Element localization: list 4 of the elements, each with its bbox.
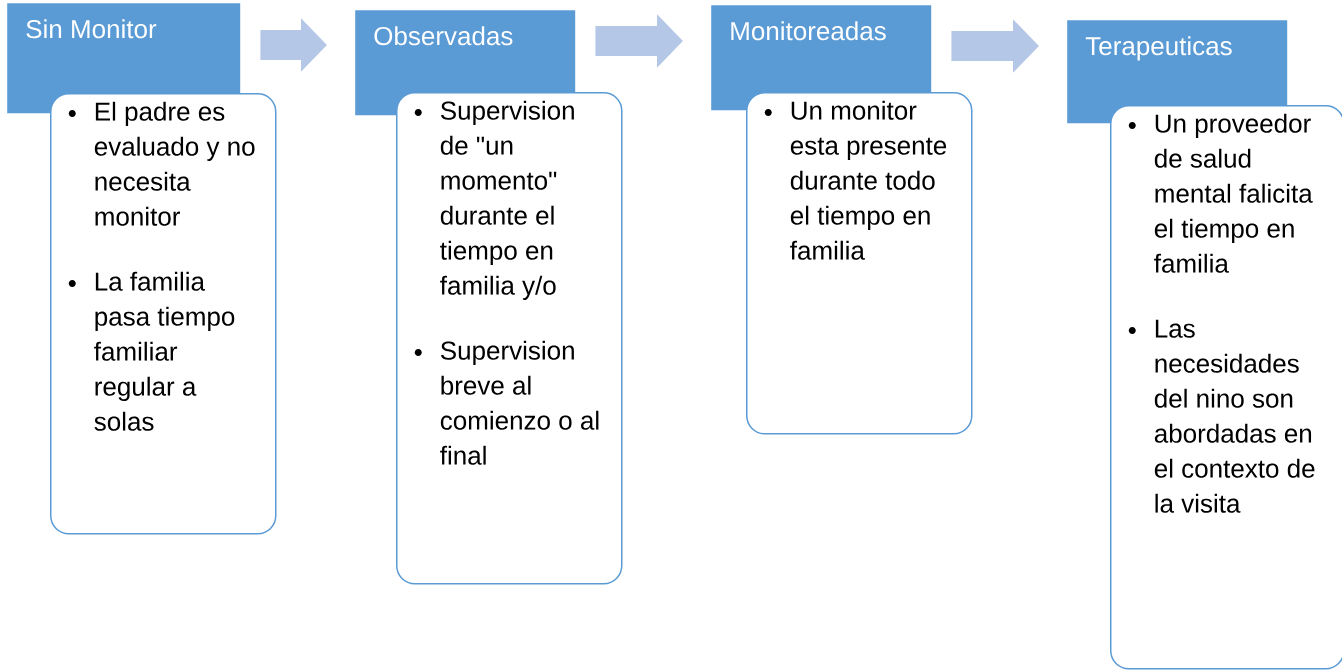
bullet-list-card: El padre es evaluado y no necesita monitor La familia pasa tiempo familiar regular a solas [50,93,277,535]
bullet-list-card: Un proveedor de salud mental falicita el tiempo en familia Las necesidades del nino son abordadas en el contexto de la visita [1110,105,1342,670]
bullet-list-card: Supervision de "un momento" durante el tiempo en familia y/o Supervision breve al comienzo o al final [396,92,623,585]
bullet-list-card: Un monitor esta presente durante todo el tiempo en familia [746,92,973,435]
